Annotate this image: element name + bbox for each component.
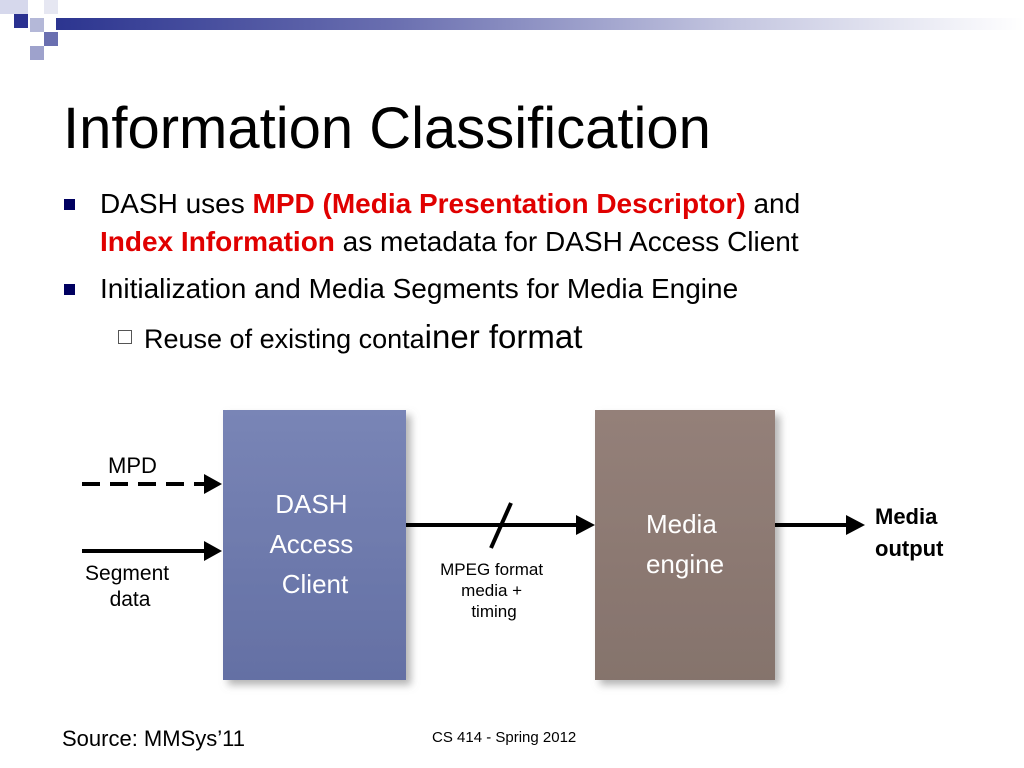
header-decoration	[0, 0, 1024, 70]
mpeg-label-line: MPEG format	[440, 560, 543, 579]
bullet-list: DASH uses MPD (Media Presentation Descri…	[62, 185, 1012, 359]
mpd-arrowhead	[204, 474, 222, 494]
left-box-label: DASH Access Client	[269, 489, 360, 599]
dash-architecture-diagram: DASH Access Client Media engine MPD Segm…	[82, 410, 944, 680]
highlight-index: Index Information	[100, 226, 335, 257]
slide-footer: CS 414 - Spring 2012	[432, 729, 577, 746]
sub-bullet-text-large: iner format	[424, 318, 583, 355]
hollow-square-icon	[118, 330, 132, 344]
bullet-square-icon	[64, 284, 75, 295]
mpeg-label-line: media +	[461, 581, 522, 600]
decor-square	[30, 18, 44, 32]
bullet-text: and	[745, 188, 801, 219]
decor-square	[44, 32, 58, 46]
slide-title: Information Classification	[63, 96, 711, 161]
dash-access-client-box	[223, 410, 406, 680]
bullet-square-icon	[64, 199, 75, 210]
right-box-label: Media engine	[646, 509, 724, 579]
left-box-line: Access	[269, 529, 353, 559]
highlight-mpd: MPD (Media Presentation Descriptor)	[252, 188, 746, 219]
sub-bullet-item: Reuse of existing container format	[62, 317, 1012, 359]
decor-square	[44, 0, 58, 14]
mpd-label: MPD	[108, 453, 157, 478]
mpeg-arrowhead	[576, 515, 595, 535]
decor-bar	[56, 18, 1024, 30]
output-arrowhead	[846, 515, 865, 535]
bullet-text: as metadata for DASH Access Client	[334, 226, 799, 257]
left-box-line: DASH	[275, 489, 347, 519]
media-engine-box	[595, 410, 775, 680]
segment-label: Segment data	[85, 562, 175, 611]
mpeg-label: MPEG format media + timing	[440, 560, 548, 621]
output-label-line: output	[875, 536, 944, 561]
decor-square	[30, 46, 44, 60]
segment-label-line: Segment	[85, 562, 169, 585]
output-label: Media output	[875, 504, 944, 561]
bullet-item: DASH uses MPD (Media Presentation Descri…	[62, 185, 1012, 261]
source-citation: Source: MMSys’11	[62, 726, 245, 751]
bullet-item: Initialization and Media Segments for Me…	[62, 270, 1012, 308]
segment-arrowhead	[204, 541, 222, 561]
decor-square	[0, 0, 28, 14]
segment-label-line: data	[110, 588, 151, 611]
mpeg-label-line: timing	[471, 602, 516, 621]
bullet-text: DASH uses	[100, 188, 253, 219]
output-label-line: Media	[875, 504, 938, 529]
sub-bullet-text: Reuse of existing conta	[144, 324, 425, 354]
left-box-line: Client	[282, 569, 349, 599]
right-box-line: engine	[646, 549, 724, 579]
bullet-text: Initialization and Media Segments for Me…	[100, 273, 739, 304]
right-box-line: Media	[646, 509, 717, 539]
decor-square	[14, 14, 28, 28]
mpeg-slash	[489, 502, 513, 549]
